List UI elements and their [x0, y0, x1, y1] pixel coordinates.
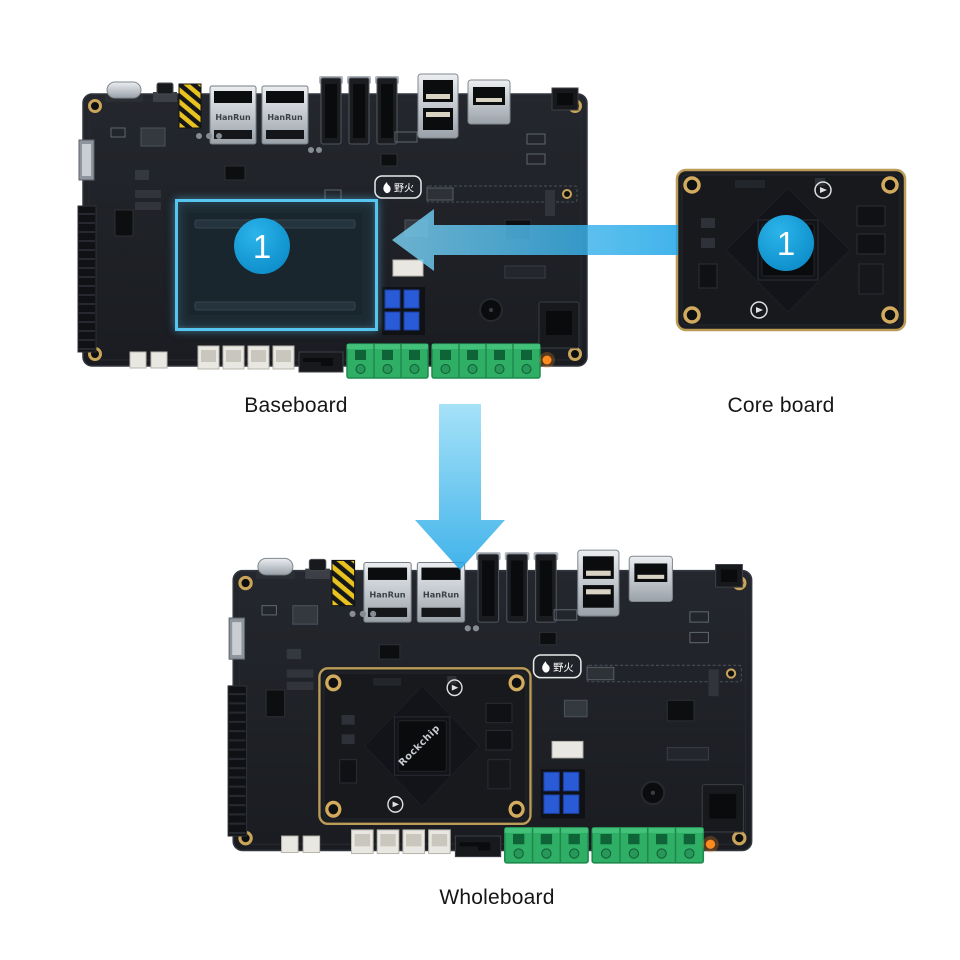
assembly-arrow-horizontal [392, 209, 678, 271]
core-board-label: Core board [727, 394, 835, 417]
assembly-arrow-vertical [415, 404, 505, 570]
step-number: 1 [776, 224, 796, 262]
wholeboard-label: Wholeboard [439, 886, 555, 909]
baseboard-label: Baseboard [244, 394, 348, 417]
step-number: 1 [252, 227, 272, 265]
step-marker-baseboard: 1 [234, 218, 290, 274]
step-marker-core-board: 1 [758, 215, 814, 271]
wholeboard-image: Rockchip [226, 548, 754, 865]
